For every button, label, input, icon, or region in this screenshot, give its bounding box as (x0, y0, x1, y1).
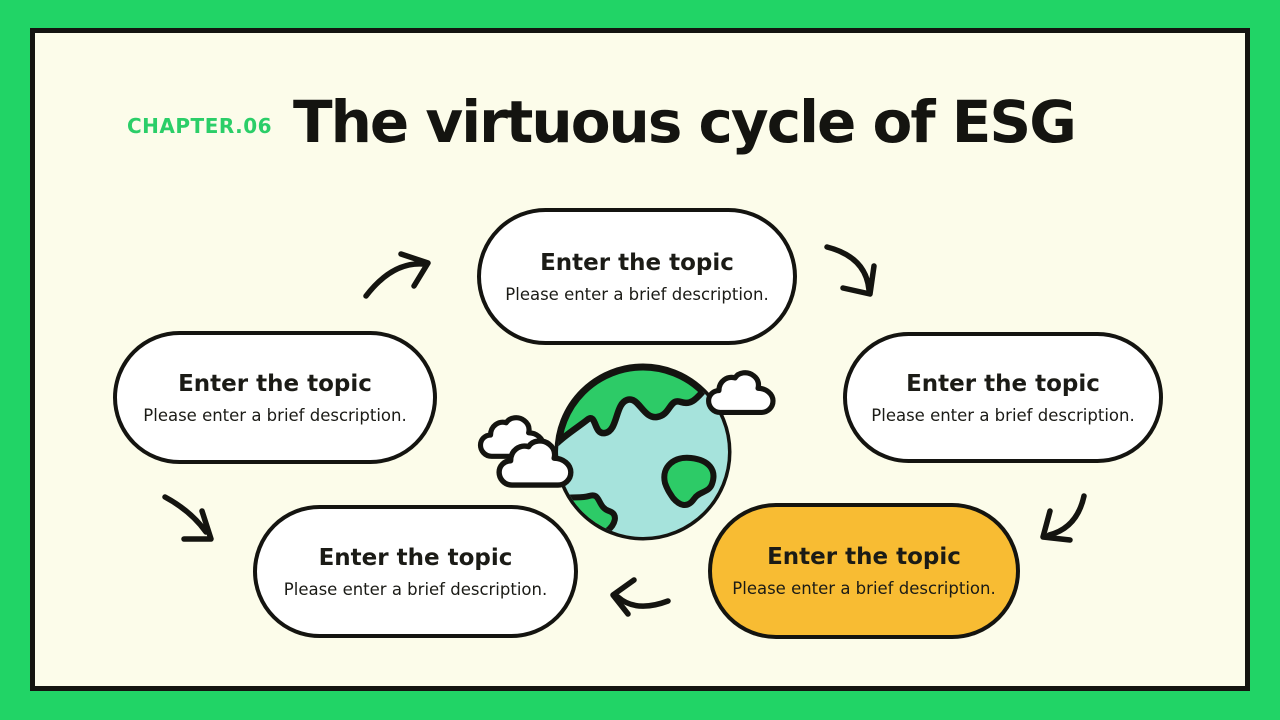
topic-title: Enter the topic (906, 370, 1100, 397)
topic-title: Enter the topic (318, 544, 513, 571)
cycle-node-bottom-right[interactable]: Enter the topic Please enter a brief des… (708, 503, 1020, 639)
topic-description: Please enter a brief description. (505, 284, 769, 304)
topic-description: Please enter a brief description. (143, 405, 407, 425)
topic-title: Enter the topic (767, 544, 961, 570)
page-title: The virtuous cycle of ESG (293, 88, 1077, 156)
topic-description: Please enter a brief description. (283, 579, 548, 599)
chapter-label: CHAPTER.06 (127, 114, 273, 138)
continent-blob (661, 454, 717, 508)
cycle-node-bottom-left[interactable]: Enter the topic Please enter a brief des… (253, 505, 578, 638)
earth-with-clouds-icon (465, 358, 795, 548)
cycle-node-right[interactable]: Enter the topic Please enter a brief des… (843, 332, 1163, 463)
topic-title: Enter the topic (540, 249, 734, 276)
cloud-left-front-icon (496, 438, 574, 488)
cycle-node-left[interactable]: Enter the topic Please enter a brief des… (113, 331, 437, 464)
cycle-node-top[interactable]: Enter the topic Please enter a brief des… (477, 208, 797, 345)
topic-description: Please enter a brief description. (871, 405, 1135, 425)
cloud-right-icon (706, 370, 776, 415)
topic-description: Please enter a brief description. (732, 579, 996, 598)
topic-title: Enter the topic (178, 370, 372, 397)
earth-icon (477, 363, 776, 541)
